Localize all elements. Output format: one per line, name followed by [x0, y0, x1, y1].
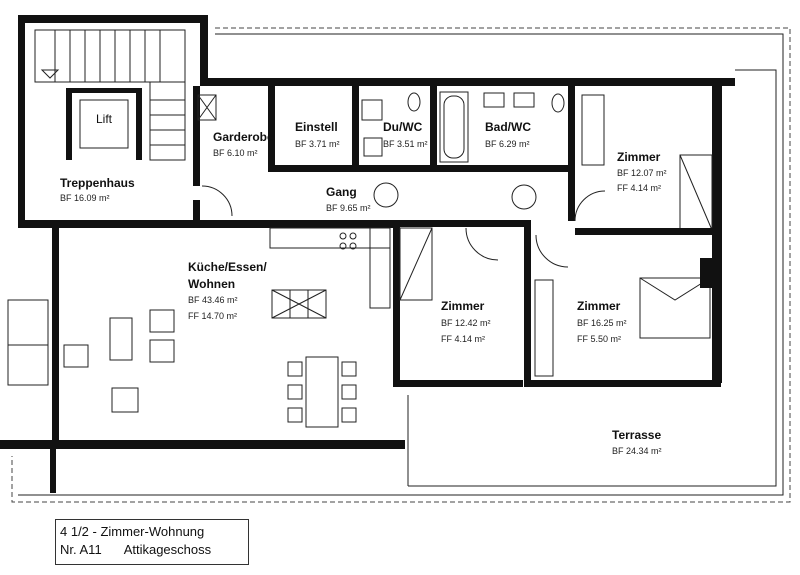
treppenhaus-area: BF 16.09 m²	[60, 193, 110, 203]
zimmer2-bf: BF 12.42 m²	[441, 318, 491, 328]
zimmer1-bf: BF 12.07 m²	[617, 168, 667, 178]
roof-outline	[11, 27, 791, 503]
terrasse-label: Terrasse	[612, 428, 662, 442]
zimmer2-ff: FF 4.14 m²	[441, 334, 486, 344]
lift-label: Lift	[96, 112, 113, 126]
terrasse-area: BF 24.34 m²	[612, 446, 662, 456]
stairwell	[18, 15, 208, 228]
living-walls	[0, 220, 405, 493]
garderobe-label: Garderobe	[213, 130, 274, 144]
terrace-edge	[408, 69, 777, 487]
badwc-area: BF 6.29 m²	[485, 139, 530, 149]
kueche-ff: FF 14.70 m²	[188, 311, 238, 321]
kueche-bf: BF 43.46 m²	[188, 295, 238, 305]
garderobe-walls	[193, 78, 720, 228]
duwc-label: Du/WC	[383, 120, 423, 134]
title-subline: Nr. A11 Attikageschoss	[60, 541, 248, 559]
zimmer3-label: Zimmer	[577, 299, 621, 313]
zimmer1-walls	[574, 78, 735, 383]
treppenhaus-label: Treppenhaus	[60, 176, 135, 190]
zimmer3-ff: FF 5.50 m²	[577, 334, 622, 344]
apartment-number: Nr. A11	[60, 542, 102, 557]
badwc-label: Bad/WC	[485, 120, 531, 134]
einstell-label: Einstell	[295, 120, 338, 134]
gang-label: Gang	[326, 185, 357, 199]
roof-edge	[18, 33, 784, 496]
zimmer1-label: Zimmer	[617, 150, 661, 164]
title-block: 4 1/2 - Zimmer-Wohnung Nr. A11 Attikagesc…	[55, 519, 249, 565]
zimmer1-ff: FF 4.14 m²	[617, 183, 662, 193]
zimmer3-walls	[531, 234, 721, 387]
garderobe-area: BF 6.10 m²	[213, 148, 258, 158]
gang-area: BF 9.65 m²	[326, 203, 371, 213]
floor-name: Attikageschoss	[123, 542, 212, 557]
title-line: 4 1/2 - Zimmer-Wohnung	[60, 524, 205, 539]
service-rooms	[268, 86, 575, 221]
duwc-area: BF 3.51 m²	[383, 139, 428, 149]
einstell-area: BF 3.71 m²	[295, 139, 340, 149]
zimmer2-walls	[393, 220, 531, 387]
zimmer3-bf: BF 16.25 m²	[577, 318, 627, 328]
kueche-label-2: Wohnen	[188, 277, 236, 291]
zimmer2-label: Zimmer	[441, 299, 485, 313]
kueche-label-1: Küche/Essen/	[188, 260, 267, 274]
